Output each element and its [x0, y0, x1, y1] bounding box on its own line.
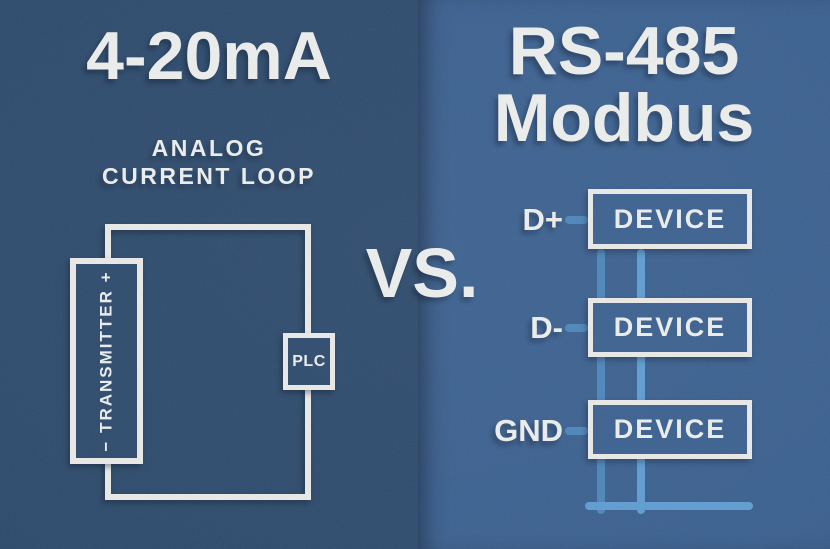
bus-vertical-line-1 — [597, 249, 605, 514]
left-subtitle: ANALOG CURRENT LOOP — [0, 134, 418, 190]
right-title: RS-485 Modbus — [418, 13, 830, 156]
device-box-1: DEVICE — [588, 189, 752, 249]
transmitter-box: − TRANSMITTER + — [70, 258, 143, 464]
right-title-line-1: RS-485 — [508, 13, 740, 89]
left-subtitle-line-1: ANALOG — [151, 135, 267, 161]
plc-box: PLC — [283, 333, 335, 390]
bus-vertical-line-2 — [637, 249, 645, 514]
signal-label-gnd: GND — [494, 413, 563, 448]
device-box-3: DEVICE — [588, 400, 752, 459]
wire-stub-gnd — [565, 427, 588, 435]
bus-horizontal-line — [585, 502, 753, 510]
device-box-2: DEVICE — [588, 298, 752, 357]
wire-stub-d-minus — [565, 324, 588, 332]
left-title: 4-20mA — [86, 18, 332, 94]
vs-label: VS. — [365, 234, 479, 312]
wire-stub-d-plus — [565, 216, 588, 224]
right-title-line-2: Modbus — [493, 80, 755, 156]
signal-label-d-minus: D- — [530, 310, 563, 345]
left-subtitle-line-2: CURRENT LOOP — [102, 163, 316, 189]
transmitter-label: − TRANSMITTER + — [96, 270, 116, 452]
